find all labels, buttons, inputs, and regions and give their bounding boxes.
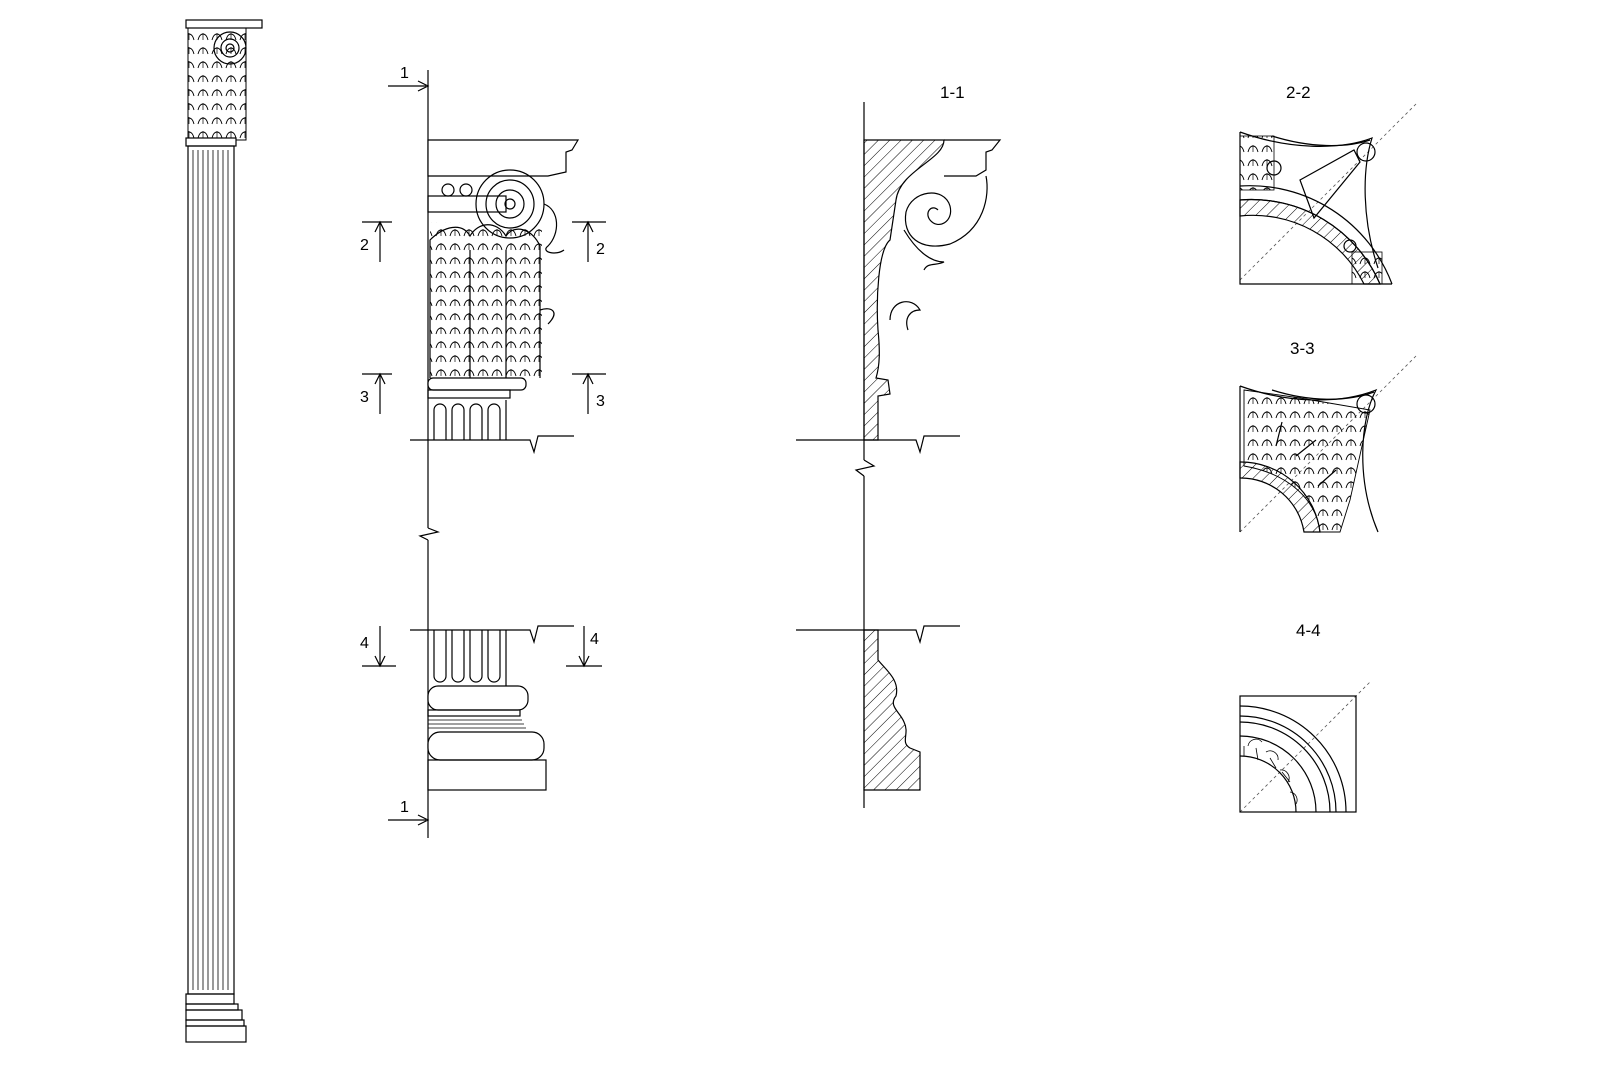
section-title-1-1: 1-1 [940, 83, 965, 102]
cut-label-1-bottom: 1 [400, 799, 409, 816]
section-1-1: 1-1 [796, 83, 1002, 808]
section-4-4: 4-4 [1239, 621, 1371, 813]
full-column-elevation [185, 19, 263, 1043]
section-title-4-4: 4-4 [1296, 621, 1321, 640]
section-title-2-2: 2-2 [1286, 83, 1311, 102]
cut-label-3-left: 3 [360, 389, 369, 406]
section-2-2: 2-2 [1239, 83, 1417, 285]
section-title-3-3: 3-3 [1290, 339, 1315, 358]
cut-label-4-right: 4 [590, 631, 599, 648]
cut-label-2-right: 2 [596, 241, 605, 258]
section-3-3: 3-3 [1239, 339, 1417, 533]
cut-label-2-left: 2 [360, 237, 369, 254]
cut-label-1-top: 1 [400, 65, 409, 82]
capital-elevation: 1 1 2 2 3 3 4 4 [360, 65, 606, 838]
cut-label-3-right: 3 [596, 393, 605, 410]
cut-label-4-left: 4 [360, 635, 369, 652]
